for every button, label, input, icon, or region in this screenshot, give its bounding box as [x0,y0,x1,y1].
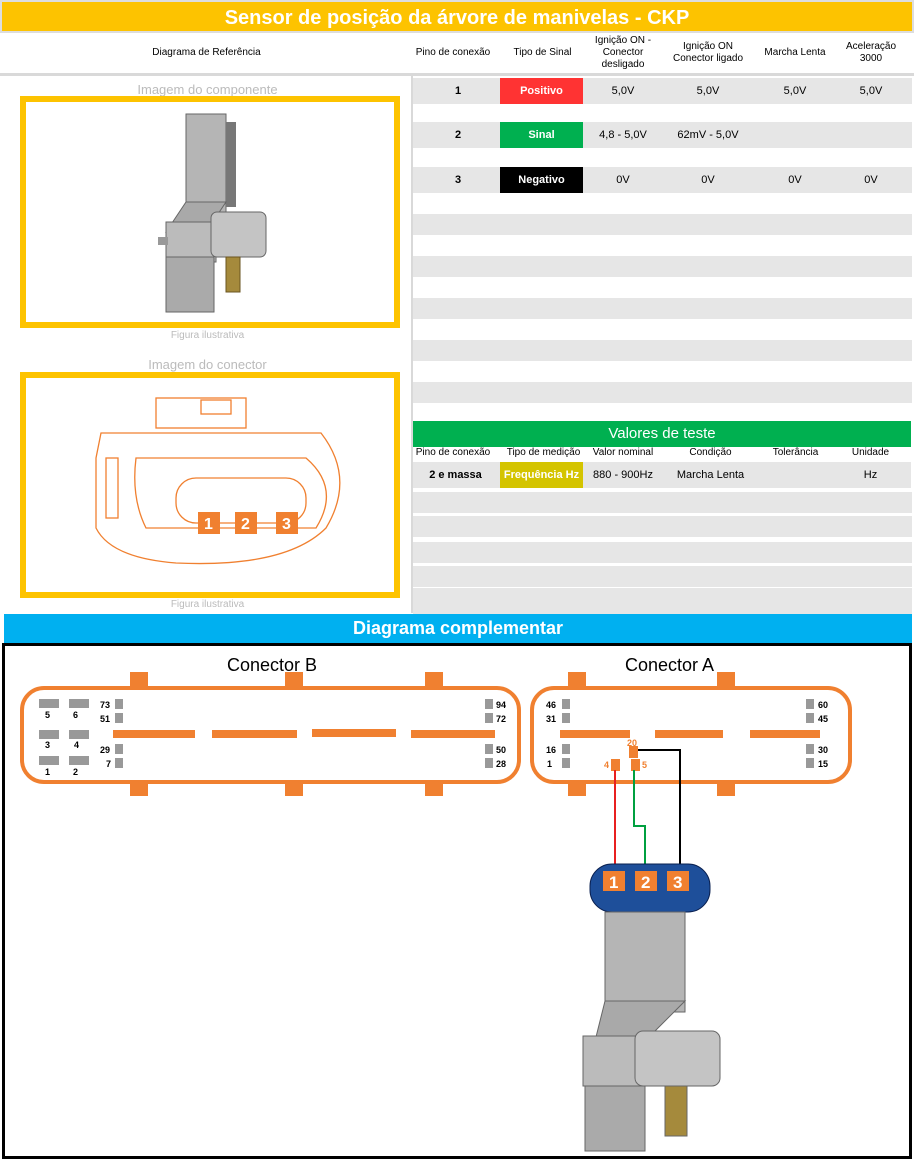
component-image [20,96,400,328]
pin-label: 51 [100,714,110,724]
connector-image: 1 2 3 [20,372,400,598]
table-row: 2 e massa Frequência Hz 880 - 900Hz Marc… [413,462,911,488]
connector-a-label: Conector A [625,655,714,675]
pin-label: 6 [73,710,78,720]
pin-label: 0V [701,174,715,186]
pin-label: 60 [818,700,828,710]
pin-label: 5 [45,710,50,720]
pin-label: 0V [864,174,878,186]
pin-label: 73 [100,700,110,710]
connector-label: Imagem do conector [148,357,267,372]
col-type: Tipo de Sinal [513,47,572,58]
pin-label: 2 [454,129,462,141]
pin-label: 94 [496,700,506,710]
pin-label: 3 [45,740,50,750]
signal-badge: Sinal [500,122,583,148]
pin-label: Pino de conexão [415,447,491,458]
pin-label: 5,0V [696,85,720,97]
pin-label: 4 [604,760,609,770]
pin-label: 5 [642,760,647,770]
pin-label: 72 [496,714,506,724]
table-row: 1 Positivo 5,0V 5,0V 5,0V 5,0V [413,78,912,104]
pin-label: 5,0V [611,85,635,97]
pin-label: Condição [689,447,732,458]
pin-label: 2 e massa [429,469,482,481]
pin-label: Unidade [851,447,890,458]
page-title: Sensor de posição da árvore de manivelas… [0,0,914,33]
pin-label: 5,0V [859,85,883,97]
col-pin: Pino de conexão [415,47,491,58]
pin-label: Tipo de medição [506,447,581,458]
pin-label: 4 [74,740,79,750]
col-idle: Marcha Lenta [764,47,826,58]
caption-2: Figura ilustrativa [170,599,245,610]
pin-label: 20 [627,738,637,748]
sensor-illustration [158,113,267,313]
pin-label: 880 - 900Hz [593,469,653,481]
sensor-body [582,911,721,1152]
pin-label: 30 [818,745,828,755]
pin-label: Marcha Lenta [676,469,745,481]
pin-label [758,462,833,488]
connector-pin-2: 2 [241,516,250,533]
pin-label: 15 [818,759,828,769]
col-ref: Diagrama de Referência [152,47,261,58]
sensor-pin-2: 2 [641,873,650,892]
measurement-badge: Frequência Hz [500,462,583,488]
col-ign-on: Ignição ON Conector ligado [672,41,744,64]
pin-label: 45 [818,714,828,724]
pin-label: 1 [547,759,552,769]
component-label: Imagem do componente [137,82,278,97]
pin-label: Valor nominal [592,447,654,458]
col-accel: Aceleração 3000 [845,41,897,64]
pin-label: 31 [546,714,556,724]
diagram-title: Diagrama complementar [4,614,912,643]
pin-label: 62mV - 5,0V [677,129,739,141]
connector-b-label: Conector B [227,655,317,675]
pin-label: 1 [45,767,50,777]
pin-label: Tolerância [772,447,819,458]
pin-label: 28 [496,759,506,769]
pin-label: 7 [106,759,111,769]
pin-label: 2 [73,767,78,777]
table-row: 2 Sinal 4,8 - 5,0V 62mV - 5,0V [413,122,912,148]
signal-badge: Positivo [500,78,583,104]
pin-label: 1 [454,85,462,97]
column-headers: Diagrama de Referência Pino de conexão T… [0,33,914,76]
pin-label: 5,0V [783,85,807,97]
connector-pin-1: 1 [204,516,213,533]
pin-label: 29 [100,745,110,755]
pin-label: Hz [863,469,878,481]
reference-panel: Imagem do componente Figura ilustrativa … [2,76,413,613]
sensor-pin-1: 1 [609,873,618,892]
pin-label: 3 [454,174,462,186]
pin-label: 16 [546,745,556,755]
pin-label: 50 [496,745,506,755]
sensor-pin-3: 3 [673,873,682,892]
pin-label: 46 [546,700,556,710]
connector-illustration: 1 2 3 [95,397,341,565]
pin-label: 0V [616,174,630,186]
pin-label: 4,8 - 5,0V [599,129,647,141]
signal-badge: Negativo [500,167,583,193]
col-ign-off: Ignição ON - Conector desligado [594,35,652,70]
pin-table: 1 Positivo 5,0V 5,0V 5,0V 5,0V 2 Sinal 4… [413,76,914,614]
connector-pin-3: 3 [282,516,291,533]
caption-1: Figura ilustrativa [170,330,245,341]
pin-label: 0V [788,174,802,186]
test-values-title: Valores de teste [413,421,911,447]
test-values-headers: Pino de conexão Tipo de medição Valor no… [413,447,911,461]
table-row: 3 Negativo 0V 0V 0V 0V [413,167,912,193]
